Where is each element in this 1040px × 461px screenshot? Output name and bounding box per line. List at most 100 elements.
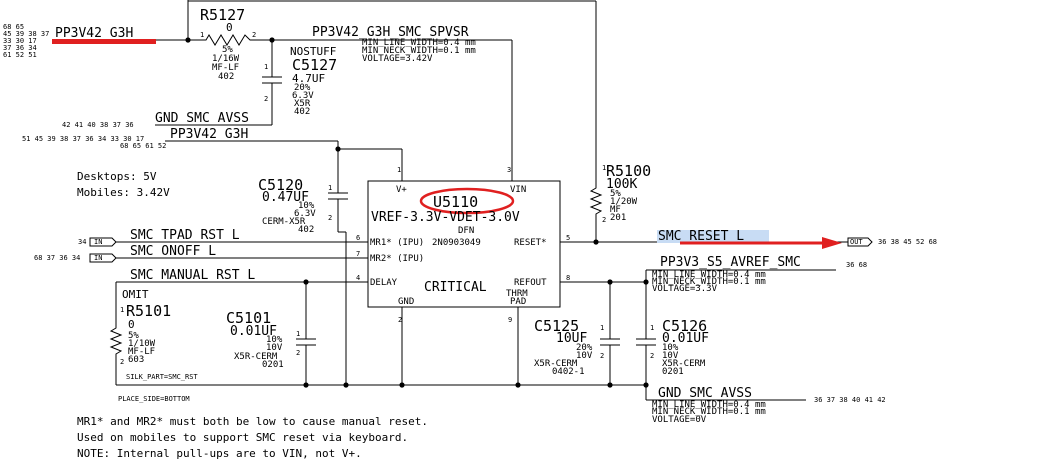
- net-prop: MIN_LINE_WIDTH=0.4 mm: [362, 38, 476, 48]
- pin-label: GND: [398, 297, 414, 307]
- pin-number: 1: [397, 166, 401, 174]
- omit-label: OMIT: [122, 288, 149, 301]
- silk-label: SILK_PART=SMC_RST: [126, 373, 198, 381]
- part-prop: 201: [610, 213, 626, 223]
- part-prop: 402: [298, 225, 314, 235]
- net-prop: MIN_NECK_WIDTH=0.1 mm: [652, 277, 766, 287]
- part-prop: 20%: [576, 343, 593, 353]
- net-pages: 61 52 51: [3, 51, 37, 59]
- pin-number: 2: [296, 349, 300, 357]
- net-pages: 51 45 39 38 37 36 34 33 30 17: [22, 135, 144, 143]
- net-label: PP3V42_G3H: [170, 127, 248, 142]
- capacitor-c5126: 1 2 C5126 0.01UF 10% 10V X5R-CERM 0201: [636, 317, 709, 377]
- note-line: Used on mobiles to support SMC reset via…: [77, 431, 408, 444]
- nostuff-label: NOSTUFF: [290, 45, 336, 58]
- red-underline-highlight: [52, 39, 156, 44]
- part-prop: 10V: [266, 343, 283, 353]
- part-prop: 402: [294, 107, 310, 117]
- net-gnd-avss-top: 42 41 40 38 37 36 GND_SMC_AVSS: [62, 111, 249, 129]
- pin-number: 2: [600, 352, 604, 360]
- part-value: 10UF: [556, 331, 587, 346]
- pin-number: 1: [200, 31, 204, 39]
- junctions: [185, 37, 649, 388]
- pin-number: 3: [507, 166, 511, 174]
- part-prop: 10%: [266, 335, 283, 345]
- ref-designator: C5101: [226, 309, 271, 327]
- net-label: GND_SMC_AVSS: [658, 386, 752, 401]
- note-line: MR1* and MR2* must both be low to cause …: [77, 415, 428, 428]
- part-value: 100K: [606, 177, 637, 192]
- net-pages: 42 41 40 38 37 36: [62, 121, 134, 129]
- capacitor-c5127: NOSTUFF C5127 1 2 4.7UF 20% 6.3V X5R 402: [262, 45, 337, 117]
- part-prop: 10V: [662, 351, 679, 361]
- pin-number: 2: [650, 352, 654, 360]
- ic-body: [367, 180, 561, 308]
- red-arrow-head: [822, 237, 842, 249]
- pin-label: MR1* (IPU): [370, 238, 424, 248]
- net-pp3v3: PP3V3_S5_AVREF_SMC 36 68 MIN_LINE_WIDTH=…: [646, 255, 867, 294]
- place-side-label: PLACE_SIDE=BOTTOM: [118, 395, 190, 403]
- pin-label: PAD: [510, 297, 526, 307]
- net-label: SMC_MANUAL_RST_L: [130, 268, 255, 283]
- pin-label: DELAY: [370, 278, 398, 288]
- pin-label: VIN: [510, 185, 526, 195]
- ref-designator: C5126: [662, 317, 707, 335]
- part-prop: 10%: [662, 343, 679, 353]
- wires: [52, 0, 848, 400]
- part-prop: 402: [218, 72, 234, 82]
- net-pages: 45 39 38 37: [3, 30, 49, 38]
- ref-designator: C5125: [534, 317, 579, 335]
- pin-number: 1: [120, 306, 124, 314]
- part-value: 0: [226, 21, 233, 34]
- net-manual: SMC_MANUAL_RST_L: [130, 268, 255, 283]
- pin-number: 2: [328, 214, 332, 222]
- part-prop: 20%: [294, 83, 311, 93]
- ref-designator: C5127: [292, 56, 337, 74]
- net-label: SMC_ONOFF_L: [130, 244, 216, 259]
- part-prop: X5R: [294, 99, 311, 109]
- port-label: OUT: [850, 238, 863, 246]
- input-port: [89, 253, 117, 263]
- net-pages: 36 37 38 40 41 42: [814, 396, 886, 404]
- part-value: 4.7UF: [292, 72, 325, 85]
- net-prop: MIN_NECK_WIDTH=0.1 mm: [652, 407, 766, 417]
- net-pages: 33 30 17: [3, 37, 37, 45]
- red-circle-highlight: [419, 187, 515, 215]
- part-prop: MF: [610, 205, 621, 215]
- part-value: 0: [128, 318, 135, 331]
- part-prop: 5%: [222, 45, 233, 55]
- ic-value: VREF-3.3V-VDET-3.0V: [371, 210, 520, 225]
- bottom-notes: MR1* and MR2* must both be low to cause …: [77, 415, 428, 460]
- net-prop: VOLTAGE=3.3V: [652, 284, 718, 294]
- net-pages: 37 36 34: [3, 44, 37, 52]
- ref-designator: C5120: [258, 176, 303, 194]
- net-reset: SMC_RESET_L OUT 36 38 45 52 68: [657, 229, 937, 249]
- net-tpad: 34 IN SMC_TPAD_RST_L: [78, 228, 240, 247]
- net-label: GND_SMC_AVSS: [155, 111, 249, 126]
- resistor-symbol: [109, 325, 123, 356]
- pin-number: 5: [566, 234, 570, 242]
- pin-number: 1: [600, 324, 604, 332]
- net-label: PP3V3_S5_AVREF_SMC: [660, 255, 801, 270]
- pin-number: 6: [356, 234, 360, 242]
- net-label: PP3V42_G3H: [55, 26, 133, 41]
- part-prop: 1/16W: [212, 54, 240, 64]
- pin-number: 2: [252, 31, 256, 39]
- part-value: 0.47UF: [262, 190, 309, 205]
- part-prop: X5R-CERM: [534, 359, 578, 369]
- ic-u5110: 1 3 6 7 4 5 8 2 9 V+ VIN MR1* (IPU) MR2*…: [356, 166, 570, 324]
- part-prop: 0201: [662, 367, 684, 377]
- net-label: PP3V42_G3H_SMC_SPVSR: [312, 25, 469, 40]
- resistor-r5127: R5127 0 1 2 5% 1/16W MF-LF 402: [200, 6, 256, 82]
- resistor-symbol: [202, 34, 256, 46]
- net-pages: 68 37 36 34: [34, 254, 80, 262]
- pin-number: 7: [356, 250, 360, 258]
- ref-designator: U5110: [433, 193, 478, 211]
- pin-number: 2: [602, 216, 606, 224]
- pin-number: 9: [508, 316, 512, 324]
- part-prop: 1/20W: [610, 197, 638, 207]
- pin-number: 8: [566, 274, 570, 282]
- net-prop: VOLTAGE=0V: [652, 415, 707, 425]
- pin-label: THRM: [506, 289, 528, 299]
